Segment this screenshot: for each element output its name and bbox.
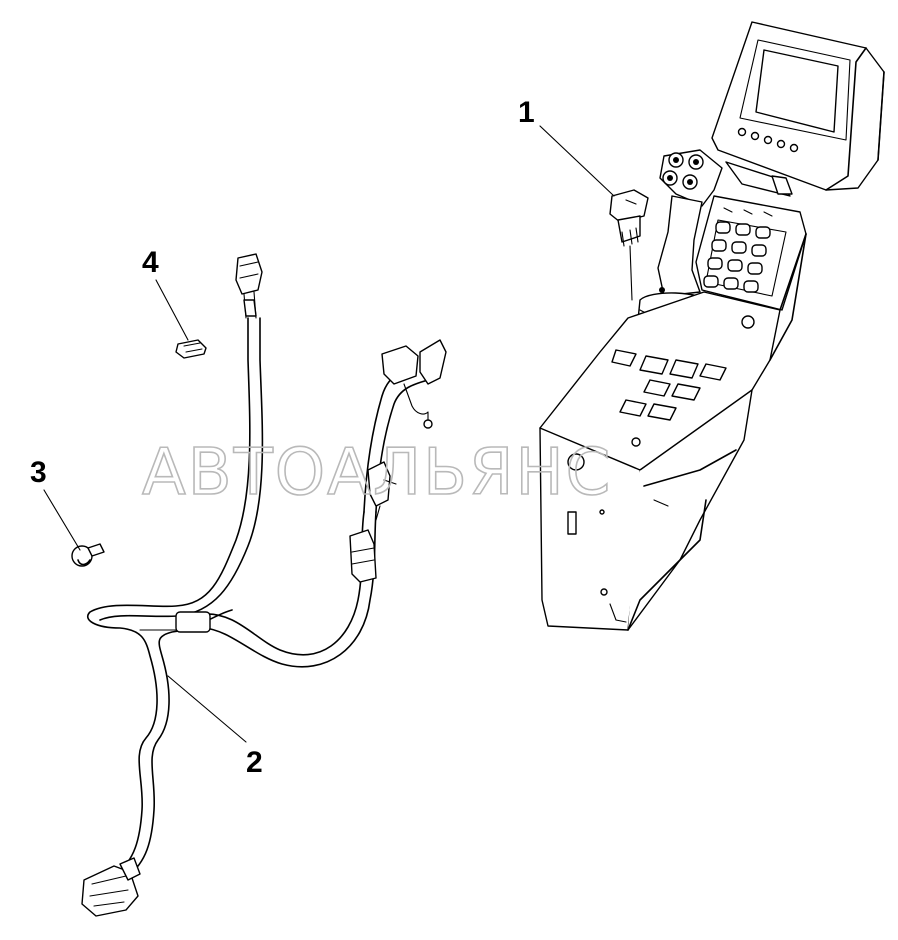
control-console bbox=[539, 21, 885, 631]
leader-lines bbox=[43, 125, 615, 743]
relay-connector-part-1 bbox=[609, 189, 649, 301]
watermark-text: АВТОАЛЬЯНС bbox=[142, 436, 612, 510]
monitor-display bbox=[711, 21, 885, 197]
leader-line-4 bbox=[155, 279, 189, 341]
callout-3: 3 bbox=[30, 456, 47, 489]
plug-part-4 bbox=[175, 339, 207, 359]
wiring-harness bbox=[81, 253, 447, 917]
callout-2: 2 bbox=[246, 746, 263, 779]
cable-clip-part-3 bbox=[71, 543, 105, 567]
console-housing bbox=[539, 233, 807, 631]
leader-line-2 bbox=[167, 675, 247, 743]
leader-line-3 bbox=[43, 489, 81, 551]
callout-4: 4 bbox=[142, 246, 159, 279]
keypad-panel bbox=[695, 195, 807, 311]
leader-line-1 bbox=[539, 125, 615, 197]
callout-1: 1 bbox=[518, 96, 535, 129]
